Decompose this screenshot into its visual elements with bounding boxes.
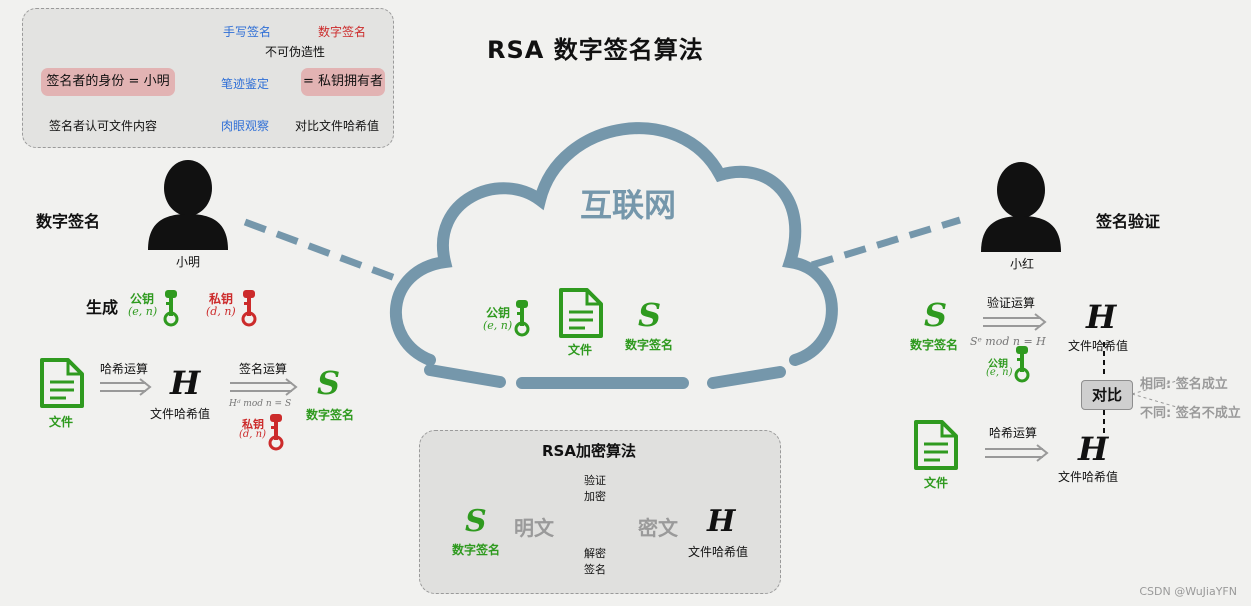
sign-op-label: 签名运算 [239,362,288,376]
right-connector [810,216,962,269]
receiver-hash-label-2: 文件哈希值 [1058,470,1119,484]
sign-formula: Hᵈ mod n = S [229,399,292,409]
identity-pill: 签名者的身份 = 小明 [41,68,175,96]
person-xiaoming-icon [148,160,228,250]
rsa-box [419,430,781,594]
internet-sig-symbol: S [638,296,662,334]
watermark: CSDN @WuJiaYFN [1139,585,1237,598]
eye-check-label: 肉眼观察 [221,119,270,133]
rsa-verify: 验证 [584,474,606,487]
compare-hash-label: 对比文件哈希值 [295,119,380,133]
person-xiaohong-icon [981,162,1061,252]
sender-file-icon [40,358,84,408]
private-key-owner-pill: = 私钥拥有者 [301,68,385,96]
rsa-sign: 签名 [584,563,606,576]
internet-file-label: 文件 [568,343,593,357]
private-key-math: (d, n) [206,305,236,318]
receiver-sig-label: 数字签名 [910,338,959,352]
internet-public-key-math: (e, n) [483,319,513,332]
left-connector [243,218,397,282]
internet-label: 互联网 [580,186,677,224]
sender-hash-label: 文件哈希值 [150,407,211,421]
approve-label: 签名者认可文件内容 [49,119,158,133]
public-key-math: (e, n) [128,305,158,318]
sender-file-label: 文件 [49,415,74,429]
same-result: 相同: 签名成立 [1140,377,1228,392]
unforgeable-label: 不可伪造性 [265,45,326,59]
internet-file-icon [559,288,603,338]
private-key-icon [241,288,257,327]
sender-sig-label: 数字签名 [306,408,355,422]
rsa-decrypt: 解密 [584,547,606,560]
private-key-label: 私钥 [209,292,234,306]
page-title: RSA 数字签名算法 [487,36,704,64]
rsa-sig-symbol: S [465,504,487,539]
internet-public-key-icon [514,298,530,337]
sign-key-math: (d, n) [239,429,267,440]
handwriting-check-label: 笔迹鉴定 [221,77,270,91]
verify-formula: Sᵉ mod n = H [970,335,1046,348]
compare-badge: 对比 [1081,380,1133,410]
sender-section-title: 数字签名 [36,212,101,231]
rsa-plaintext: 明文 [514,516,554,540]
handwritten-label: 手写签名 [223,25,272,39]
sign-private-key-icon [268,412,284,451]
rsa-ciphertext: 密文 [638,516,678,540]
sender-hash-symbol: H [170,364,201,402]
receiver-hash-symbol-2: H [1078,430,1109,468]
sender-hash-op: 哈希运算 [100,362,149,376]
generate-label: 生成 [86,298,119,317]
rsa-hash-label: 文件哈希值 [688,545,749,559]
public-key-icon [163,288,179,327]
verify-key-math: (e, n) [986,367,1013,378]
verify-public-key-icon [1014,344,1030,383]
sign-key-label: 私钥 [242,418,264,431]
verify-op-label: 验证运算 [987,296,1036,310]
receiver-section-title: 签名验证 [1096,212,1161,231]
public-key-label: 公钥 [130,292,155,306]
rsa-hash-symbol: H [707,504,736,539]
verify-key-label: 公钥 [988,359,1008,370]
digital-label: 数字签名 [318,25,367,39]
rsa-encrypt: 加密 [584,490,606,503]
rsa-sig-label: 数字签名 [452,543,501,557]
receiver-file-icon [914,420,958,470]
sender-sig-symbol: S [317,364,341,402]
receiver-name: 小红 [1010,257,1035,271]
receiver-sig-symbol: S [924,296,948,334]
cloud-outline [390,122,838,389]
sender-name: 小明 [176,255,201,269]
comparison-box: 手写签名 数字签名 不可伪造性 签名者的身份 = 小明 笔迹鉴定 = 私钥拥有者… [22,8,394,148]
diff-result: 不同: 签名不成立 [1140,406,1241,421]
internet-sig-label: 数字签名 [625,338,674,352]
receiver-hash-op: 哈希运算 [989,426,1038,440]
receiver-hash-label-1: 文件哈希值 [1068,339,1129,353]
receiver-file-label: 文件 [924,476,949,490]
internet-public-key-label: 公钥 [486,306,511,320]
rsa-title: RSA加密算法 [542,442,636,460]
receiver-hash-symbol-1: H [1086,298,1117,336]
